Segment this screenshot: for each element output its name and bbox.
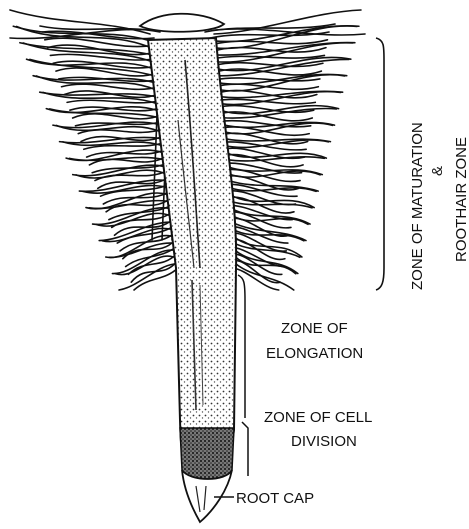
label-roothair-zone: ROOTHAIR ZONE — [453, 137, 469, 262]
root-hair — [235, 257, 295, 274]
label-zone-of-maturation: ZONE OF MATURATION — [409, 122, 426, 290]
bracket-elongation — [238, 275, 245, 418]
bracket-cell-division — [242, 422, 248, 476]
root-hair — [227, 212, 291, 228]
root-hair — [119, 264, 174, 290]
root-hair — [231, 208, 310, 224]
root-hair — [216, 43, 355, 56]
root-hair — [76, 170, 164, 178]
root-hair — [226, 157, 324, 161]
cell-division-region — [180, 428, 234, 479]
label-ampersand: & — [429, 166, 446, 176]
label-root-cap: ROOT CAP — [236, 490, 314, 507]
root-hair — [217, 43, 353, 62]
label-zone-of: ZONE OF — [281, 320, 348, 337]
root-hair — [99, 222, 169, 240]
label-division: DIVISION — [291, 433, 357, 450]
root-hair — [214, 10, 361, 34]
bracket-maturation — [376, 38, 384, 290]
label-zone-of-cell: ZONE OF CELL — [264, 409, 372, 426]
label-elongation: ELONGATION — [266, 345, 363, 362]
root-hair — [229, 187, 316, 191]
